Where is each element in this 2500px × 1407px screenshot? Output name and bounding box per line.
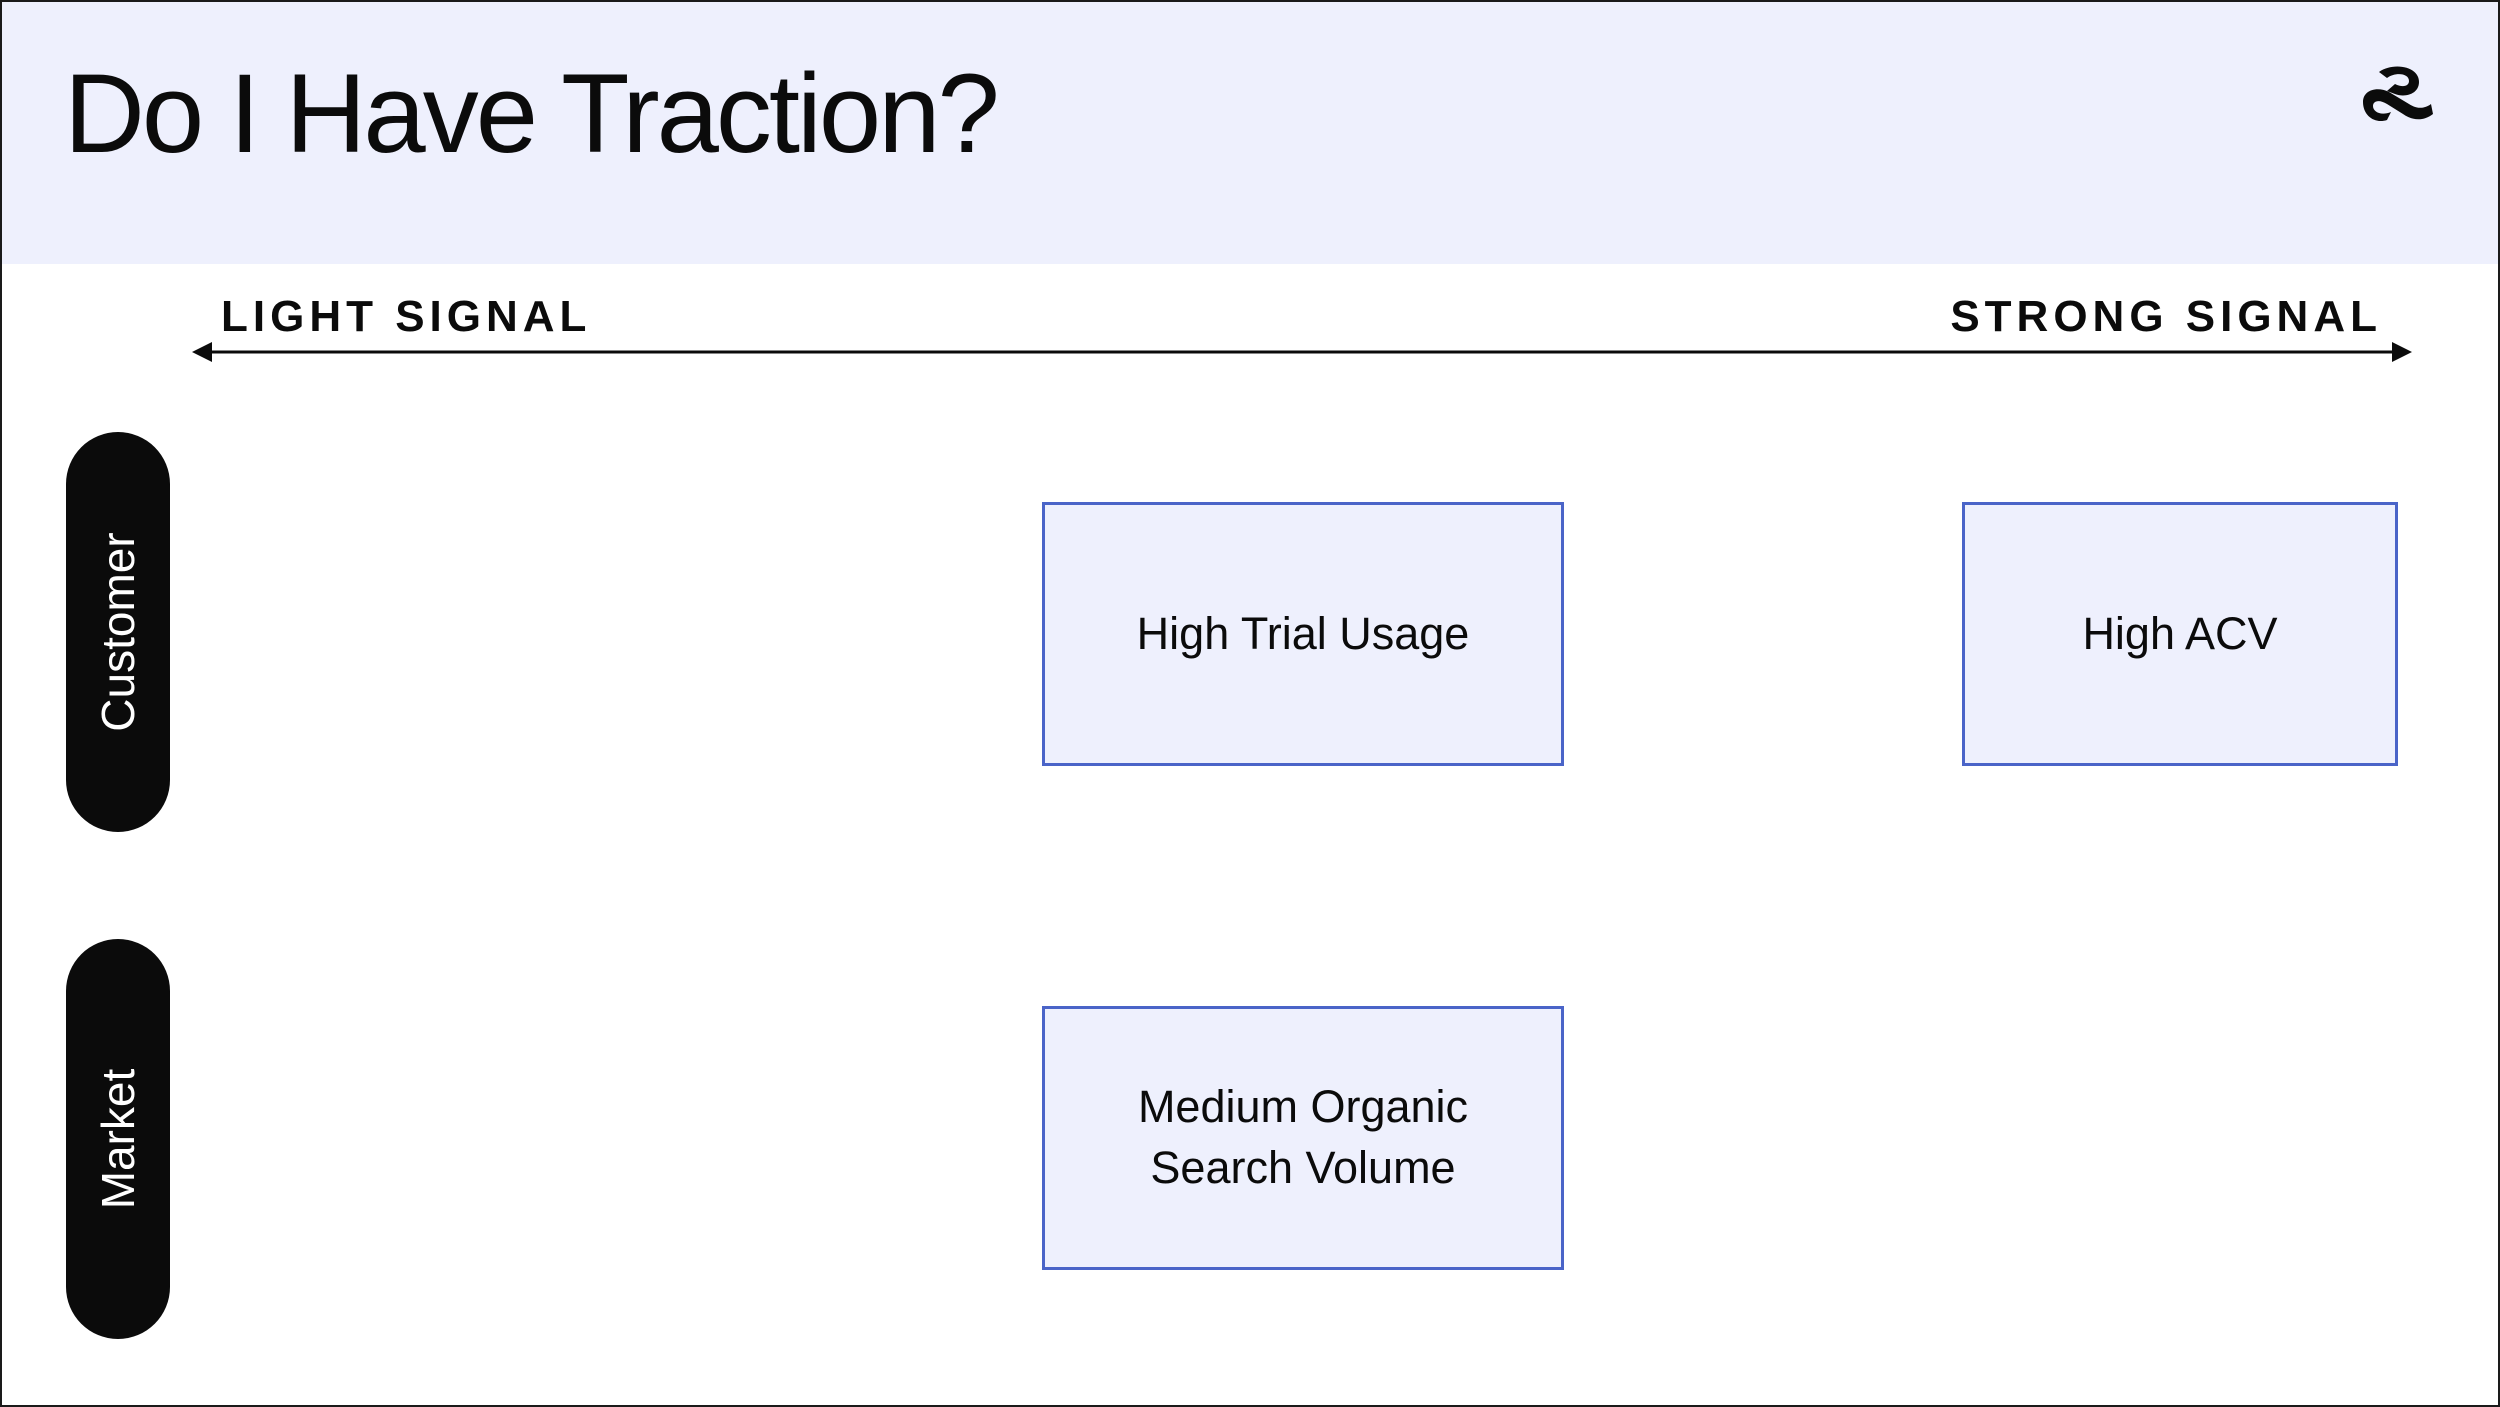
row-label-market: Market [66, 939, 170, 1339]
row-label-text: Customer [92, 532, 144, 732]
signal-box-high-acv: High ACV [1962, 502, 2398, 766]
axis-label-light-signal: LIGHT SIGNAL [221, 292, 592, 341]
signal-box-label: High ACV [2082, 607, 2278, 659]
row-label-customer: Customer [66, 432, 170, 832]
page-title: Do I Have Traction? [64, 51, 1000, 176]
brand-logo-icon [2363, 66, 2433, 122]
header-band: Do I Have Traction? [2, 2, 2498, 264]
signal-box-label: High Trial Usage [1136, 607, 1470, 659]
axis-label-strong-signal: STRONG SIGNAL [1950, 292, 2382, 341]
signal-box-label: Medium Organic Search Volume [1137, 1081, 1469, 1193]
signal-box-medium-organic-search-volume: Medium Organic Search Volume [1042, 1006, 1564, 1270]
signal-box-high-trial-usage: High Trial Usage [1042, 502, 1564, 766]
row-label-text: Market [92, 1068, 144, 1210]
signal-axis-arrow [192, 342, 2412, 362]
